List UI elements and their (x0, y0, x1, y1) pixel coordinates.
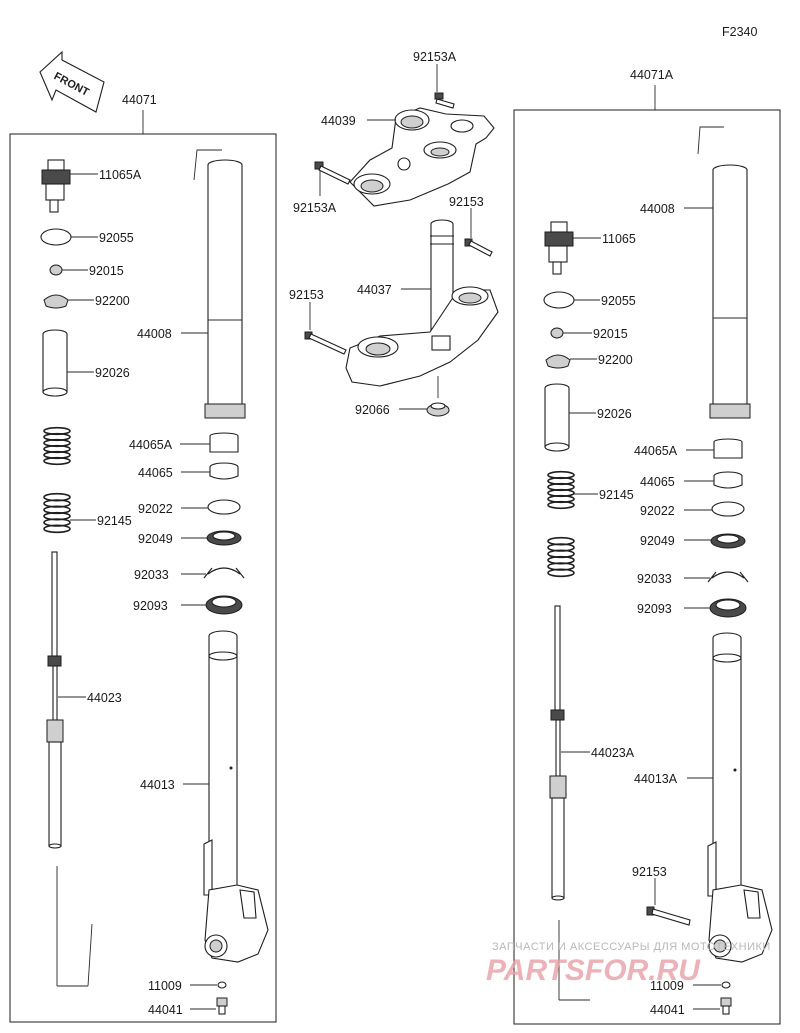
label-92200-right: 92200 (598, 353, 633, 367)
label-92055-left: 92055 (99, 231, 134, 245)
label-44041-left: 44041 (148, 1003, 183, 1017)
part-92145-right (547, 470, 575, 578)
label-92093-left: 92093 (133, 599, 168, 613)
label-92055-right: 92055 (601, 294, 636, 308)
label-44013A: 44013A (634, 772, 678, 786)
part-92049-left (206, 530, 242, 546)
part-92200-left (43, 294, 69, 309)
part-92022-left (207, 499, 241, 515)
watermark-line1: ЗАПЧАСТИ И АКСЕССУАРЫ ДЛЯ МОТОТЕХНИКИ (492, 941, 771, 953)
part-92153-right (646, 906, 691, 926)
label-44065-left: 44065 (138, 466, 173, 480)
part-44023 (46, 551, 64, 849)
label-44065-right: 44065 (640, 475, 675, 489)
label-92145-left: 92145 (97, 514, 132, 528)
label-92093-right: 92093 (637, 602, 672, 616)
part-92093-left (205, 595, 243, 615)
part-44065A-left (209, 432, 239, 453)
label-44023: 44023 (87, 691, 122, 705)
label-44065A-left: 44065A (129, 438, 173, 452)
part-11009-left (217, 981, 227, 989)
label-44013: 44013 (140, 778, 175, 792)
part-11065 (544, 221, 574, 275)
part-92153-mid-right (464, 238, 493, 257)
part-11065A (41, 159, 71, 213)
label-92153-mid-left: 92153 (289, 288, 324, 302)
part-44041-left (216, 997, 228, 1015)
label-92033-right: 92033 (637, 572, 672, 586)
label-11065A: 11065A (99, 168, 142, 182)
label-92015-right: 92015 (593, 327, 628, 341)
part-44013 (203, 630, 269, 963)
part-44023A (549, 605, 567, 901)
label-92200-left: 92200 (95, 294, 130, 308)
part-92033-left (203, 567, 245, 579)
label-44008-right: 44008 (640, 202, 675, 216)
part-44008-left (204, 159, 246, 419)
label-92153A-top: 92153A (413, 50, 457, 64)
label-92145-right: 92145 (599, 488, 634, 502)
part-92015-right (550, 327, 564, 339)
part-92049-right (710, 533, 746, 549)
label-92049-right: 92049 (640, 534, 675, 548)
label-44041-right: 44041 (650, 1003, 685, 1017)
figure-code: F2340 (722, 25, 757, 39)
part-44013A (707, 632, 773, 963)
part-92026-right (544, 383, 570, 452)
label-44008-left: 44008 (137, 327, 172, 341)
label-44023A: 44023A (591, 746, 635, 760)
part-92153-mid-left (304, 331, 347, 355)
spring-coil (547, 500, 575, 510)
part-44065-left (209, 462, 239, 480)
label-92153-mid-right: 92153 (449, 195, 484, 209)
part-92066 (426, 402, 450, 417)
label-44065A-right: 44065A (634, 444, 678, 458)
spring-coil (43, 456, 71, 466)
part-92026-left (42, 329, 68, 397)
assembly-label-left: 44071 (122, 93, 157, 107)
label-92026-right: 92026 (597, 407, 632, 421)
assembly-label-right: 44071A (630, 68, 674, 82)
label-92022-left: 92022 (138, 502, 173, 516)
part-92200-right (545, 354, 571, 369)
part-44041-right (720, 997, 732, 1015)
label-92153-right: 92153 (632, 865, 667, 879)
label-92066: 92066 (355, 403, 390, 417)
part-92022-right (711, 501, 745, 517)
label-92022-right: 92022 (640, 504, 675, 518)
front-arrow-icon: FRONT (39, 50, 105, 113)
part-92033-right (707, 571, 749, 583)
part-44065-right (713, 471, 743, 489)
label-11065: 11065 (602, 232, 636, 246)
part-44008-right (709, 164, 751, 419)
part-92153A-left (314, 161, 351, 185)
part-92015-left (49, 264, 63, 276)
label-92049-left: 92049 (138, 532, 173, 546)
part-92093-right (709, 598, 747, 618)
label-11009-left: 11009 (148, 979, 182, 993)
part-11009-right (721, 981, 731, 989)
label-92153A-left: 92153A (293, 201, 337, 215)
label-92033-left: 92033 (134, 568, 169, 582)
label-92015-left: 92015 (89, 264, 124, 278)
part-44037-lower-bracket (345, 219, 499, 387)
label-11009-right: 11009 (650, 979, 684, 993)
spring-coil (43, 524, 71, 534)
part-92055-left (40, 228, 72, 246)
part-44065A-right (713, 438, 743, 459)
spring-coil (547, 568, 575, 578)
label-44037: 44037 (357, 283, 392, 297)
part-92153A-top (434, 92, 455, 109)
part-44039-upper-bracket (349, 107, 495, 207)
label-44039: 44039 (321, 114, 356, 128)
right-fork-assembly-box (513, 109, 781, 1025)
watermark-line2: PARTSFOR.RU (486, 954, 701, 987)
left-fork-assembly-box (9, 133, 277, 1023)
part-92055-right (543, 291, 575, 309)
part-92145-left (43, 426, 71, 534)
label-92026-left: 92026 (95, 366, 130, 380)
